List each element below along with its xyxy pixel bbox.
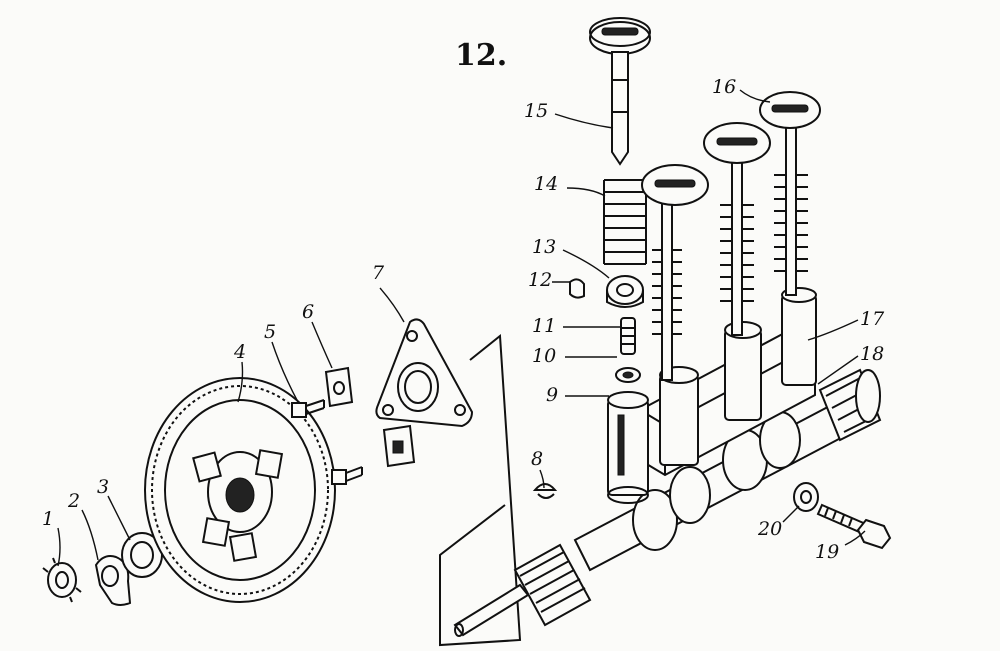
end-bolt-part — [816, 503, 892, 550]
callout-20: 20 — [758, 518, 783, 540]
bolt-lower-part — [331, 466, 363, 485]
tappet-4-part — [781, 287, 817, 386]
callout-18: 18 — [860, 343, 885, 365]
figure-title: 12. — [455, 38, 508, 73]
camshaft-part — [453, 368, 882, 637]
valve-separate-part — [589, 17, 651, 166]
callout-5: 5 — [264, 321, 277, 343]
end-washer-part — [793, 482, 819, 512]
tappet-2-part — [659, 366, 699, 466]
lock-plate-part — [324, 366, 354, 408]
callout-16: 16 — [712, 76, 737, 98]
tappet-9-part — [607, 391, 649, 504]
spring-retainer-part — [606, 275, 644, 308]
assembly-bracket-line — [439, 334, 522, 647]
timing-gear-part — [144, 377, 336, 603]
bolt-part — [291, 399, 325, 418]
callout-19: 19 — [815, 541, 840, 563]
lock-plate-lower-part — [382, 424, 416, 468]
callout-4: 4 — [234, 341, 247, 363]
callout-3: 3 — [97, 476, 110, 498]
callout-7: 7 — [372, 262, 385, 284]
tappet-3-part — [724, 321, 762, 421]
callout-2: 2 — [68, 490, 81, 512]
lock-washer-part — [42, 557, 82, 603]
valve-assembly-1 — [641, 164, 709, 381]
thrust-washer-part — [121, 532, 163, 578]
callout-1: 1 — [42, 508, 55, 530]
leader-lines — [57, 89, 866, 567]
callout-9: 9 — [546, 384, 559, 406]
spring-seat-part — [615, 367, 641, 383]
valve-spring-part — [603, 179, 647, 265]
callout-11: 11 — [532, 315, 557, 337]
callout-14: 14 — [534, 173, 559, 195]
callout-15: 15 — [524, 100, 549, 122]
valve-assembly-2 — [703, 122, 771, 336]
callout-12: 12 — [528, 269, 553, 291]
valve-lock-part — [569, 278, 585, 299]
callout-10: 10 — [532, 345, 557, 367]
valve-assembly-3 — [759, 91, 821, 296]
callout-13: 13 — [532, 236, 557, 258]
adjusting-screw-part — [620, 317, 636, 355]
callout-17: 17 — [860, 308, 885, 330]
callout-8: 8 — [531, 448, 544, 470]
callout-6: 6 — [302, 301, 315, 323]
triangular-flange-part — [375, 318, 474, 428]
woodruff-key-part — [532, 483, 558, 499]
